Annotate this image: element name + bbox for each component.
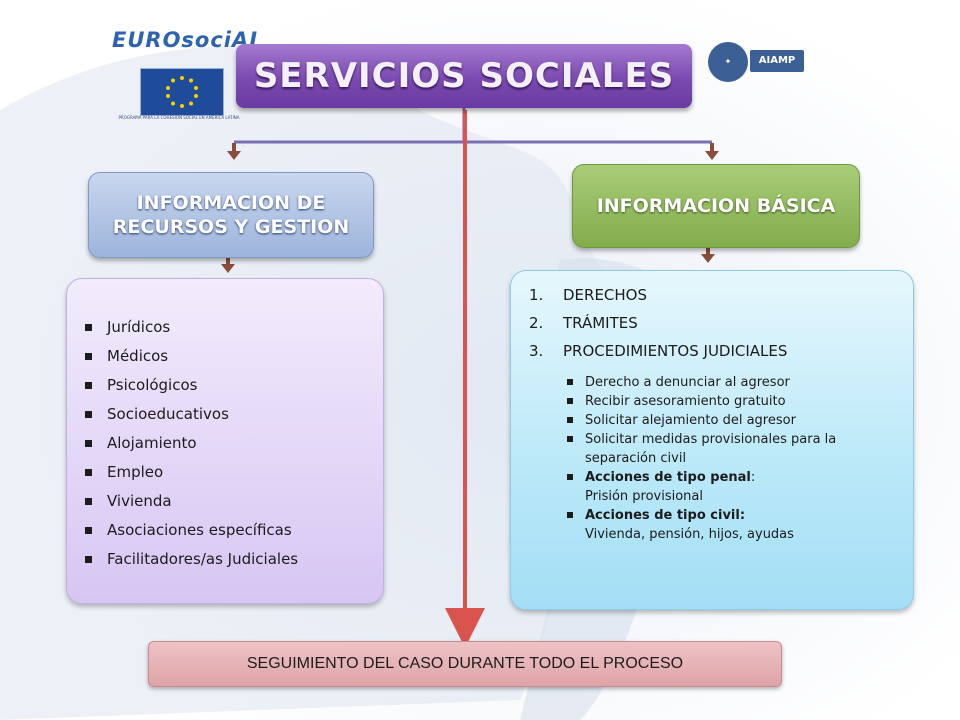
- bullet-icon: [567, 417, 573, 423]
- basica-heading: INFORMACION BÁSICA: [596, 195, 836, 217]
- down-arrow-left-mid: [221, 256, 235, 273]
- list-item: Alojamiento: [83, 429, 298, 458]
- list-item: Médicos: [83, 342, 298, 371]
- seguimiento-box: SEGUIMIENTO DEL CASO DURANTE TODO EL PRO…: [148, 641, 782, 687]
- bullet-icon: [85, 527, 92, 534]
- aiamp-wordmark: AIAMP: [750, 50, 804, 72]
- eurosocial-caption: PROGRAMA PARA LA COHESIÓN SOCIAL EN AMÉR…: [118, 115, 240, 120]
- list-item: Socioeducativos: [83, 400, 298, 429]
- bullet-icon: [567, 398, 573, 404]
- page-title: SERVICIOS SOCIALES: [253, 56, 675, 96]
- list-item: Jurídicos: [83, 313, 298, 342]
- list-item: Solicitar medidas provisionales para la …: [567, 430, 907, 468]
- list-item: Facilitadores/as Judiciales: [83, 545, 298, 574]
- list-item: Psicológicos: [83, 371, 298, 400]
- list-item: Acciones de tipo penal:Prisión provision…: [567, 468, 907, 506]
- down-arrow-right-mid: [701, 246, 715, 263]
- list-item: Derecho a denunciar al agresor: [567, 373, 907, 392]
- list-item: Vivienda: [83, 487, 298, 516]
- basica-heading-box: INFORMACION BÁSICA: [572, 164, 860, 248]
- list-item: 2.TRÁMITES: [529, 314, 638, 332]
- recursos-heading-box: INFORMACION DE RECURSOS Y GESTION: [88, 172, 374, 258]
- recursos-heading-line2: RECURSOS Y GESTION: [112, 216, 350, 238]
- recursos-heading-line1: INFORMACION DE: [136, 192, 326, 214]
- bullet-icon: [85, 382, 92, 389]
- aiamp-logo: ✦ AIAMP: [708, 42, 804, 82]
- title-box: SERVICIOS SOCIALES: [236, 44, 692, 108]
- recursos-list: Jurídicos Médicos Psicológicos Socioeduc…: [83, 313, 298, 574]
- aiamp-seal-icon: ✦: [708, 42, 748, 82]
- numbered-list: 1.DERECHOS 2.TRÁMITES 3.PROCEDIMIENTOS J…: [529, 281, 787, 365]
- bullet-icon: [567, 436, 573, 442]
- eu-flag-icon: [140, 68, 224, 116]
- bullet-icon: [85, 411, 92, 418]
- bullet-icon: [85, 469, 92, 476]
- list-item: Empleo: [83, 458, 298, 487]
- recursos-panel: Jurídicos Médicos Psicológicos Socioeduc…: [66, 278, 384, 604]
- bullet-icon: [85, 353, 92, 360]
- bullet-icon: [567, 512, 573, 518]
- basica-panel: 1.DERECHOS 2.TRÁMITES 3.PROCEDIMIENTOS J…: [510, 270, 914, 610]
- list-item: Acciones de tipo civil:Vivienda, pensión…: [567, 506, 907, 544]
- seguimiento-label: SEGUIMIENTO DEL CASO DURANTE TODO EL PRO…: [246, 655, 684, 672]
- list-item: Asociaciones específicas: [83, 516, 298, 545]
- list-item: Recibir asesoramiento gratuito: [567, 392, 907, 411]
- down-arrow-left-top: [227, 143, 241, 160]
- bullet-icon: [567, 474, 573, 480]
- bullet-icon: [567, 379, 573, 385]
- bullet-icon: [85, 498, 92, 505]
- procedimientos-sublist: Derecho a denunciar al agresor Recibir a…: [567, 373, 907, 544]
- bullet-icon: [85, 556, 92, 563]
- list-item: 1.DERECHOS: [529, 286, 648, 304]
- down-arrow-right-top: [705, 143, 719, 160]
- list-item: Solicitar alejamiento del agresor: [567, 411, 907, 430]
- list-item: 3.PROCEDIMIENTOS JUDICIALES: [529, 342, 788, 360]
- bullet-icon: [85, 324, 92, 331]
- bullet-icon: [85, 440, 92, 447]
